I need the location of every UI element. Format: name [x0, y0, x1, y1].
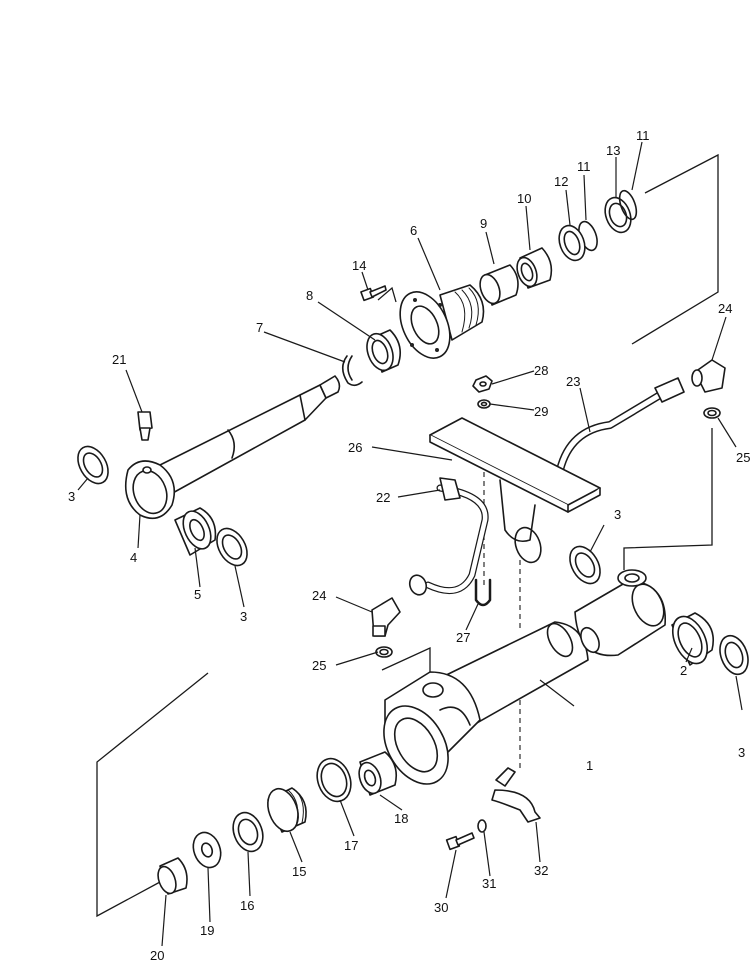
seal-3-rod-end: [216, 527, 248, 567]
rod-end-bushing: [174, 507, 217, 556]
washer-29: [477, 399, 491, 409]
bushing-8: [366, 329, 401, 373]
callout-10: 10: [517, 191, 531, 206]
callout-29: 29: [534, 404, 548, 419]
callout-15: 15: [292, 864, 306, 879]
callout-25-left: 25: [312, 658, 326, 673]
piston-rod: [124, 375, 341, 520]
cylinder-head: [399, 284, 485, 359]
seal-3-right-bottom: [719, 634, 749, 676]
callout-13: 13: [606, 143, 620, 158]
callout-4: 4: [130, 550, 137, 565]
callout-11-right: 11: [636, 128, 650, 143]
callout-16: 16: [240, 898, 254, 913]
seal-3-left: [77, 445, 109, 485]
callout-26: 26: [348, 440, 362, 455]
clamp-32: [491, 767, 541, 823]
callout-21: 21: [112, 352, 126, 367]
callout-17: 17: [344, 838, 358, 853]
piston-seal-16: [232, 811, 264, 853]
piston-nut: [358, 751, 398, 796]
callout-30: 30: [434, 900, 448, 915]
callout-31: 31: [482, 876, 496, 891]
callout-11-left: 11: [577, 159, 591, 174]
cylinder-tube: [383, 621, 589, 785]
callout-19: 19: [200, 923, 214, 938]
u-bolt-27: [474, 578, 492, 607]
nut-28: [472, 375, 493, 393]
callout-3-right: 3: [738, 745, 745, 760]
piston: [267, 787, 307, 833]
callout-27: 27: [456, 630, 470, 645]
assembly-bracket-head: [377, 286, 397, 303]
callout-2: 2: [680, 663, 687, 678]
callout-3-rod-end: 3: [240, 609, 247, 624]
callout-3-left: 3: [68, 489, 75, 504]
lock-nut: [516, 247, 553, 289]
callout-24-left: 24: [312, 588, 326, 603]
wear-ring-17: [316, 757, 352, 803]
collar: [479, 264, 519, 306]
callout-7: 7: [256, 320, 263, 335]
o-ring-25-right: [703, 407, 721, 419]
bolt-30: [445, 832, 475, 851]
leader-lines: [77, 141, 743, 947]
snap-ring: [341, 355, 363, 387]
callout-5: 5: [194, 587, 201, 602]
o-ring-25-left: [375, 646, 393, 658]
callout-labels: 1 2 3 3 3 3 4 5 6 7 8 9 10 11 11 12 13 1…: [68, 128, 750, 961]
callout-9: 9: [480, 216, 487, 231]
callout-20: 20: [150, 948, 164, 961]
seal-3-middle: [569, 545, 601, 585]
hydraulic-hose-23: [556, 377, 685, 474]
elbow-fitting-24-right: [691, 359, 726, 393]
assembly-bracket-upper: [631, 153, 719, 345]
backup-ring-11-b: [618, 189, 638, 221]
wear-ring-13: [604, 196, 632, 234]
callout-18: 18: [394, 811, 408, 826]
mounting-bracket-26: [429, 417, 601, 564]
callout-28: 28: [534, 363, 548, 378]
callout-8: 8: [306, 288, 313, 303]
collar-20: [157, 857, 188, 895]
elbow-fitting-24-left: [371, 597, 401, 637]
piston-ring-12: [558, 224, 586, 262]
head-bolt: [360, 285, 387, 302]
callout-14: 14: [352, 258, 366, 273]
bushing-right: [671, 612, 714, 666]
callout-3-middle: 3: [614, 507, 621, 522]
centerline-dashes: [483, 445, 521, 770]
assembly-bracket-lower: [96, 672, 209, 918]
callout-24-right: 24: [718, 301, 732, 316]
callout-22: 22: [376, 490, 390, 505]
callout-1: 1: [586, 758, 593, 773]
callout-12: 12: [554, 174, 568, 189]
callout-32: 32: [534, 863, 548, 878]
assembly-bracket-cylinder: [381, 428, 713, 680]
callout-6: 6: [410, 223, 417, 238]
callout-23: 23: [566, 374, 580, 389]
grease-fitting: [137, 411, 153, 441]
cylinder-bottom-yoke: [574, 569, 666, 657]
washer-31: [477, 819, 487, 833]
washer-19: [192, 831, 222, 869]
callout-25-right: 25: [736, 450, 750, 465]
hydraulic-tube-22: [408, 477, 489, 596]
